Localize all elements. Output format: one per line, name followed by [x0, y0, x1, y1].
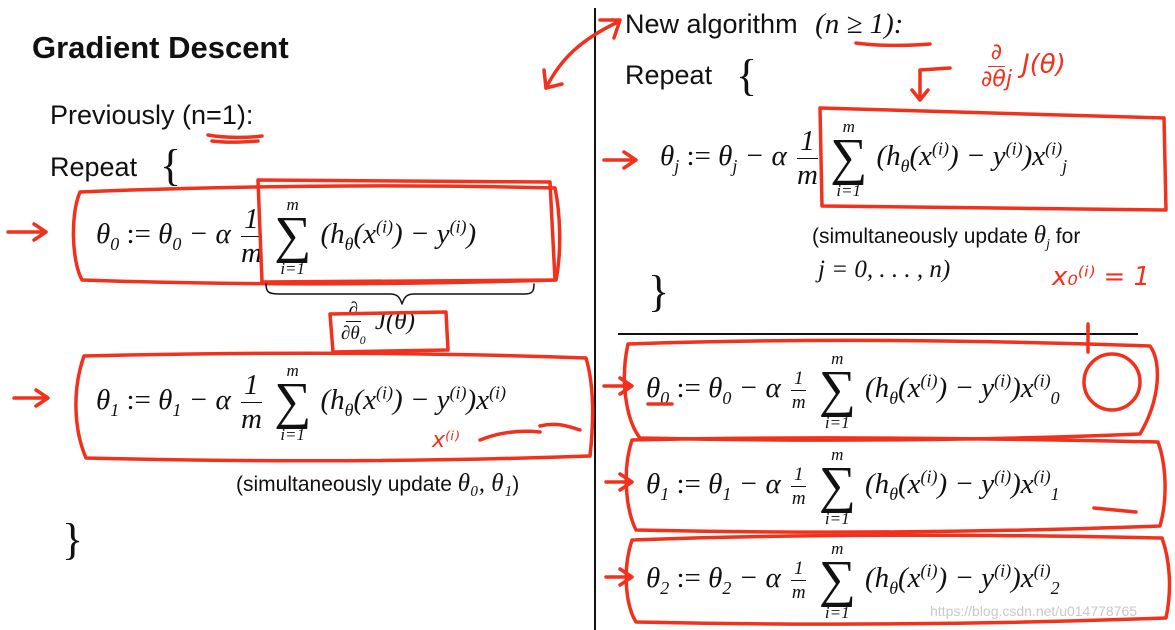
arrow-marker-expanded-1 — [604, 472, 634, 492]
handwritten-derivative-note: ∂∂θj J(θ) — [981, 40, 1066, 92]
underline-x-i — [538, 422, 582, 432]
open-brace-right: { — [736, 51, 758, 100]
arrow-marker-theta1 — [12, 388, 50, 408]
circle-x0 — [1082, 352, 1142, 412]
underline-n-geq-1 — [854, 41, 932, 48]
close-brace-right: } — [648, 267, 670, 316]
section-divider — [618, 333, 1138, 335]
underline-n1-second — [210, 139, 260, 144]
handwritten-x0-note: x₀⁽ⁱ⁾ = 1 — [1052, 262, 1151, 292]
underline-n1 — [206, 133, 264, 140]
watermark: https://blog.csdn.net/u014778765 — [930, 603, 1138, 619]
repeat-label-right: Repeat — [625, 60, 713, 90]
new-algorithm-heading: New algorithm (n ≥ 1): — [625, 8, 904, 40]
column-divider — [594, 8, 596, 630]
arrow-marker-theta0 — [6, 222, 48, 242]
arrow-to-theta-j-box — [910, 66, 952, 102]
double-arrow-top — [544, 18, 622, 90]
index-range: j = 0, . . . , n) — [818, 256, 951, 283]
close-brace-left: } — [62, 515, 84, 564]
slide-title: Gradient Descent — [32, 30, 289, 65]
arrow-marker-expanded-2 — [604, 567, 634, 587]
simultaneous-update-note-right: (simultaneously update θj for — [812, 222, 1081, 253]
arrow-marker-theta-j — [602, 150, 638, 170]
previously-label: Previously (n=1): — [50, 100, 254, 130]
handwritten-x-note: x⁽ⁱ⁾ — [432, 428, 460, 453]
arrow-tail — [542, 68, 564, 90]
arrow-marker-expanded-0 — [602, 376, 634, 396]
simultaneous-update-note-left: (simultaneously update θ₀, θ₁) — [236, 470, 520, 497]
open-brace-left: { — [160, 141, 182, 190]
partial-derivative-term: ∂∂θ0 J(θ) — [341, 299, 415, 347]
underline-x1 — [1092, 506, 1138, 514]
repeat-label-left: Repeat — [50, 152, 138, 182]
